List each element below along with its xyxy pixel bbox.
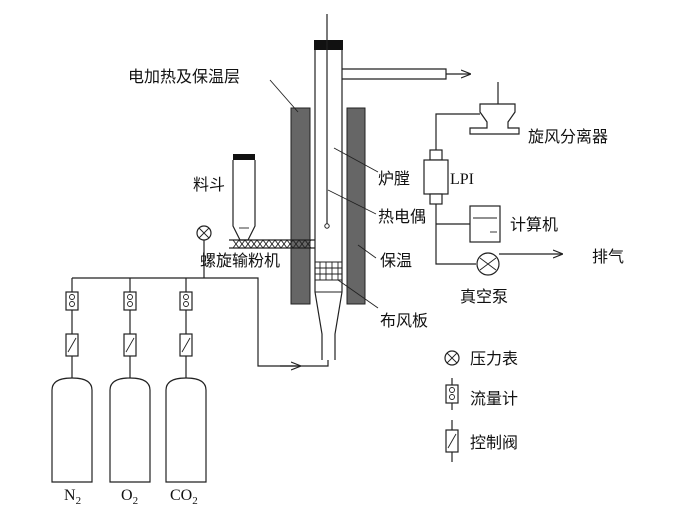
lpi-lower-connector [429, 193, 443, 205]
cyclone-separator [469, 103, 520, 135]
gas-header-line [72, 277, 298, 367]
computer-icon [469, 205, 501, 243]
hopper-cap [233, 154, 255, 160]
legend: 压力表 流量计 控制阀 [444, 349, 518, 462]
thermocouple-tip [324, 223, 330, 229]
heating-wall-left [290, 107, 311, 305]
legend-pressure-gauge-label: 压力表 [470, 349, 518, 368]
label-furnace: 炉膛 [378, 169, 410, 188]
legend-flowmeter-icon [445, 384, 459, 404]
label-thermocouple: 热电偶 [378, 207, 426, 226]
label-exhaust: 排气 [592, 247, 624, 266]
screw-feeder [229, 239, 315, 249]
leader-furnace [333, 147, 379, 173]
heating-wall-right [346, 107, 366, 305]
leader-thermocouple [327, 189, 377, 215]
lpi-sampling-line [435, 113, 480, 150]
label-insulation: 保温 [380, 251, 412, 270]
label-cyclone: 旋风分离器 [528, 127, 608, 146]
legend-control-valve-label: 控制阀 [470, 433, 518, 452]
cylinder-label-co2: CO2 [170, 487, 198, 507]
distributor-plate-grid [315, 261, 342, 281]
cylinder-label-o2: O2 [121, 487, 138, 507]
legend-flowmeter-label: 流量计 [470, 389, 518, 408]
lpi-impactor [423, 159, 449, 195]
label-lpi: LPI [450, 171, 474, 188]
label-heating-layer: 电加热及保温层 [128, 67, 240, 86]
furnace-cap [314, 40, 343, 50]
gas-branch-co2 [165, 278, 207, 483]
pressure-gauge-cross [198, 227, 210, 239]
vacuum-pump-rotor [479, 257, 497, 271]
furnace-tube [314, 47, 343, 360]
label-computer: 计算机 [510, 215, 558, 234]
cylinder-label-n2: N2 [64, 487, 81, 507]
gas-branch-n2 [51, 278, 93, 483]
furnace-inlet-line [300, 360, 329, 367]
label-distributor-plate: 布风板 [380, 311, 428, 330]
label-hopper: 料斗 [193, 175, 225, 194]
outlet-pipe [342, 68, 447, 80]
label-screw-feeder: 螺旋输粉机 [200, 251, 280, 270]
leader-distributor [337, 279, 379, 309]
leader-insulation [357, 244, 377, 259]
label-vacuum-pump: 真空泵 [460, 287, 508, 306]
gas-branch-o2 [109, 278, 151, 483]
lpi-upper-connector [429, 149, 443, 161]
leader-heating-layer [269, 79, 299, 113]
